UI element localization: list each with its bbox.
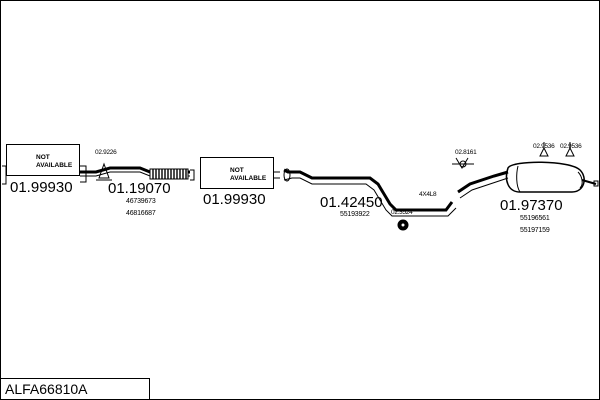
diagram-title: ALFA66810A [0, 378, 150, 399]
part-code-mount: 02.3524 [391, 209, 413, 216]
rubber-hanger-02-8161 [452, 157, 474, 169]
part-code-rear-silencer: 01.97370 [500, 197, 563, 214]
part-code-hanger-9536-a: 02.9536 [533, 143, 555, 150]
connector-joint [274, 171, 280, 179]
part-code-gasket: 02.9226 [95, 149, 117, 156]
not-label: NOT [230, 167, 244, 174]
centre-pipe-01-42450 [283, 168, 457, 217]
part-code-not-available-2: 01.99930 [203, 191, 266, 208]
available-label: AVAILABLE [230, 175, 267, 182]
part-ref-front-pipe-1: 46739673 [126, 198, 156, 205]
part-ref-centre-pipe: 55193922 [340, 211, 370, 218]
part-code-hanger-9536-b: 02.9536 [560, 143, 582, 150]
part-ref-front-pipe-2: 46816687 [126, 210, 156, 217]
part-ref-rear-silencer-2: 55197159 [520, 227, 550, 234]
part-code-centre-pipe: 01.42450 [320, 194, 383, 211]
part-ref-rear-silencer-1: 55196561 [520, 215, 550, 222]
part-code-front-pipe: 01.19070 [108, 180, 171, 197]
gasket-02-9226 [96, 162, 112, 181]
not-label: NOT [36, 154, 50, 161]
rubber-hanger-02-9536-a [539, 142, 549, 157]
rear-silencer-01-97370 [457, 161, 599, 199]
rubber-hanger-02-9536-b [565, 142, 575, 157]
available-label: AVAILABLE [36, 162, 73, 169]
part-code-not-available-1: 01.99930 [10, 179, 73, 196]
rubber-mount-02-3524 [397, 219, 409, 231]
part-code-hanger-8161: 02.8161 [455, 149, 477, 156]
front-pipe-01-19070 [80, 165, 195, 183]
part-code-4x4l8: 4X4L8 [419, 191, 437, 198]
not-available-box-1: NOT AVAILABLE [6, 144, 80, 176]
not-available-box-2: NOT AVAILABLE [200, 157, 274, 189]
